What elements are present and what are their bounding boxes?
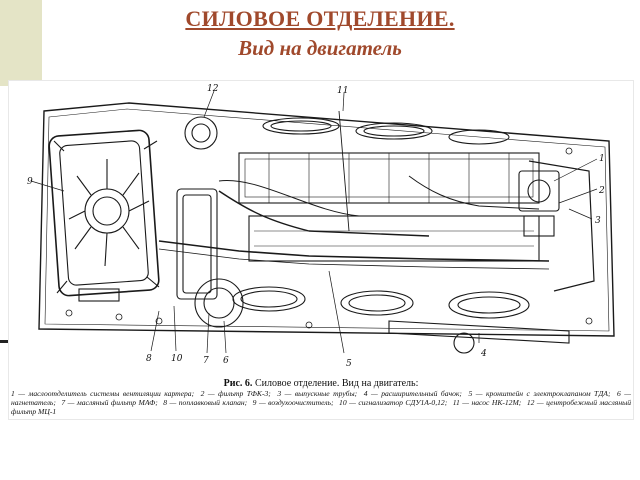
figure-caption: Рис. 6. Силовое отделение. Вид на двигат…: [9, 378, 633, 417]
callout-4: 4: [480, 349, 487, 359]
caption-text: Силовое отделение. Вид на двигатель:: [254, 378, 419, 389]
legend-item: 12 — центробежный масляный фильтр МЦ-1: [11, 398, 632, 416]
callout-9: 9: [27, 177, 33, 187]
legend-item: 7 — масляный фильтр МАФ;: [61, 398, 158, 407]
engine-figure: 1 2 3 4 5 6 7 8 9 10 11 12 Рис. 6. Силов…: [8, 80, 634, 420]
slide-subtitle: Вид на двигатель: [238, 36, 402, 60]
legend-item: 4 — расширительный бачок;: [363, 389, 462, 398]
engine-drawing: 1 2 3 4 5 6 7 8 9 10 11 12: [27, 84, 615, 369]
callout-7: 7: [203, 356, 209, 366]
slide-accent-line: [0, 340, 8, 343]
callout-12: 12: [207, 84, 219, 94]
callout-5: 5: [346, 359, 352, 369]
legend-item: 1 — маслоотделитель системы вентиляции к…: [11, 389, 195, 398]
callout-6: 6: [223, 356, 229, 366]
callout-2: 2: [598, 186, 605, 196]
legend-item: 8 — поплавковый клапан;: [163, 398, 248, 407]
callout-10: 10: [171, 354, 183, 364]
legend-item: 5 — кронштейн с электроклапаном ТДА;: [468, 389, 611, 398]
callout-3: 3: [595, 216, 601, 226]
legend-item: 2 — фильтр ТФК-3;: [200, 389, 271, 398]
slide-title: СИЛОВОЕ ОТДЕЛЕНИЕ.: [185, 6, 455, 31]
callout-11: 11: [337, 86, 348, 96]
air-cleaner-drawing: [48, 129, 160, 302]
legend-item: 10 — сигнализатор СДУ1А-0,12;: [339, 398, 448, 407]
callout-8: 8: [146, 354, 152, 364]
legend-item: 11 — насос НК-12М;: [452, 398, 522, 407]
legend-item: 9 — воздухоочиститель;: [252, 398, 334, 407]
callout-1: 1: [599, 154, 605, 164]
legend-item: 3 — выпускные трубы;: [277, 389, 358, 398]
caption-legend: 1 — маслоотделитель системы вентиляции к…: [9, 389, 633, 416]
legend-item: 6 — нагнетатель;: [11, 389, 632, 407]
slide-accent-band: [0, 0, 42, 86]
caption-title: Рис. 6. Силовое отделение. Вид на двигат…: [9, 378, 633, 389]
caption-label: Рис. 6.: [223, 378, 253, 389]
